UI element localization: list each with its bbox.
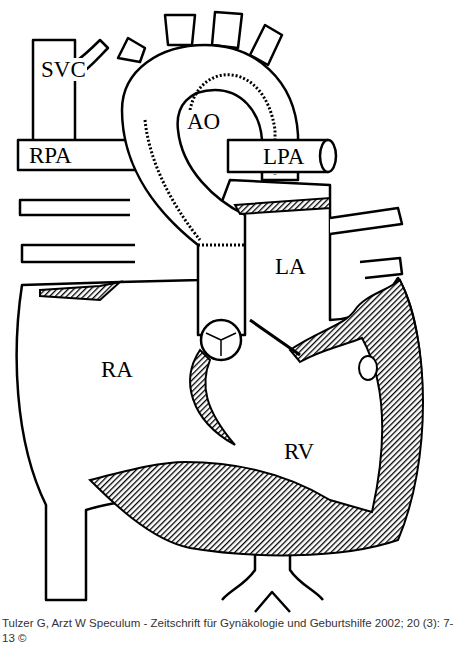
pulmonary-vein <box>360 258 402 278</box>
atrial-wall <box>235 198 330 214</box>
aorta-wall-dotted <box>198 244 245 247</box>
part-label: RA <box>100 358 134 381</box>
aortic-valve <box>201 320 241 360</box>
arch-branch <box>165 15 195 45</box>
ventricle-wall <box>90 280 423 555</box>
lpa-opening <box>320 140 336 172</box>
part-label: RPA <box>28 144 73 167</box>
pulmonary-vein <box>330 208 402 234</box>
part-label: RV <box>283 440 315 463</box>
pulmonary-vein <box>20 200 130 215</box>
pulmonary-vein <box>22 245 135 262</box>
outflow-line <box>250 320 300 355</box>
part-label: LPA <box>262 145 305 168</box>
aorta-wall-dotted <box>145 120 200 240</box>
arch-branch <box>212 12 242 48</box>
atrial-wall <box>40 282 120 300</box>
septal-wall <box>190 350 235 445</box>
ventricle-opening <box>359 356 377 380</box>
part-label: AO <box>186 110 221 133</box>
left-pulmonary-artery <box>228 140 328 172</box>
aorta <box>122 45 298 335</box>
source-caption: Tulzer G, Arzt W Speculum - Zeitschrift … <box>2 616 464 646</box>
part-label: LA <box>274 255 307 278</box>
part-label: SVC <box>40 58 87 81</box>
valve-leaflets <box>206 333 236 356</box>
arch-branch <box>118 38 145 62</box>
svc-vessel <box>33 40 75 140</box>
